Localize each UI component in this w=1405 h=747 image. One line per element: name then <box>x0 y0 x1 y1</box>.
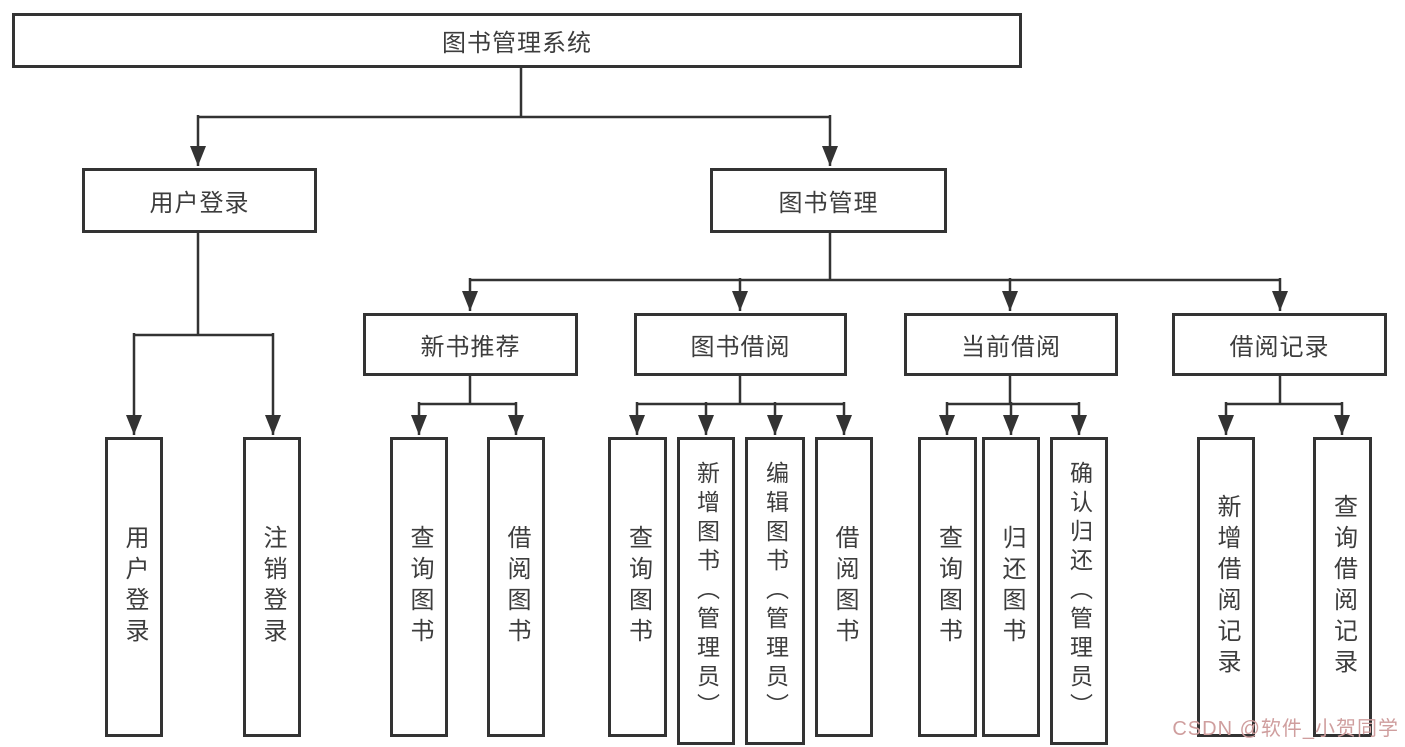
node-label: 新书推荐 <box>420 334 521 361</box>
leaf-query-book-1: 查询图书 <box>390 437 448 737</box>
node-library-management-system: 图书管理系统 <box>12 13 1022 68</box>
node-label: 图书借阅 <box>690 334 791 361</box>
leaf-label: 编辑图书（管理员） <box>762 460 789 722</box>
node-current-borrowing: 当前借阅 <box>904 313 1118 376</box>
node-book-management: 图书管理 <box>710 168 947 233</box>
leaf-label: 借阅图书 <box>503 525 530 649</box>
leaf-add-book-admin: 新增图书（管理员） <box>677 437 735 745</box>
node-label: 用户登录 <box>149 190 250 217</box>
leaf-label: 归还图书 <box>998 525 1025 649</box>
leaf-query-borrow-record: 查询借阅记录 <box>1313 437 1372 737</box>
node-label: 当前借阅 <box>961 334 1061 361</box>
leaf-borrow-book-1: 借阅图书 <box>487 437 545 737</box>
leaf-label: 新增借阅记录 <box>1213 494 1240 680</box>
leaf-label: 用户登录 <box>121 525 148 649</box>
leaf-edit-book-admin: 编辑图书（管理员） <box>745 437 805 745</box>
leaf-label: 查询图书 <box>406 525 433 649</box>
leaf-label: 新增图书（管理员） <box>693 460 720 722</box>
leaf-query-book-2: 查询图书 <box>608 437 667 737</box>
node-new-book-recommendation: 新书推荐 <box>363 313 578 376</box>
node-book-borrowing: 图书借阅 <box>634 313 847 376</box>
leaf-confirm-return-admin: 确认归还（管理员） <box>1050 437 1108 745</box>
leaf-add-borrow-record: 新增借阅记录 <box>1197 437 1255 737</box>
node-label: 图书管理系统 <box>442 30 592 57</box>
leaf-user-login: 用户登录 <box>105 437 163 737</box>
leaf-label: 查询图书 <box>934 525 962 649</box>
leaf-logout: 注销登录 <box>243 437 301 737</box>
node-user-login: 用户登录 <box>82 168 317 233</box>
node-borrowing-records: 借阅记录 <box>1172 313 1387 376</box>
leaf-borrow-book-2: 借阅图书 <box>815 437 873 737</box>
csdn-watermark: CSDN @软件_小贺同学 <box>1172 718 1399 740</box>
leaf-label: 查询借阅记录 <box>1329 494 1357 680</box>
node-label: 借阅记录 <box>1229 334 1330 361</box>
leaf-label: 借阅图书 <box>831 525 858 649</box>
node-label: 图书管理 <box>778 190 879 217</box>
leaf-query-book-3: 查询图书 <box>918 437 977 737</box>
leaf-label: 查询图书 <box>624 525 652 649</box>
leaf-return-book: 归还图书 <box>982 437 1040 737</box>
leaf-label: 确认归还（管理员） <box>1066 460 1093 722</box>
leaf-label: 注销登录 <box>259 525 286 649</box>
